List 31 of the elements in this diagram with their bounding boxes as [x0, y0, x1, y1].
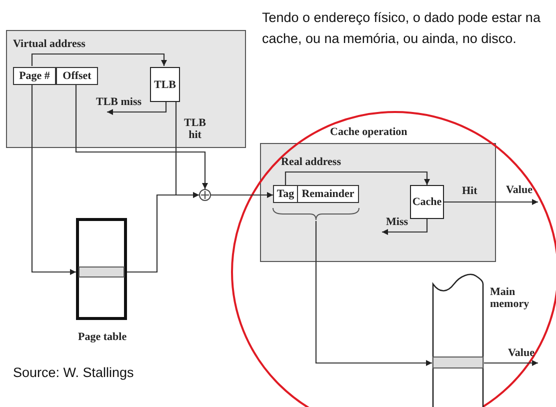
arrow	[31, 53, 167, 66]
panel-heading: Virtual address	[13, 38, 86, 50]
edge-label: TLB miss	[96, 96, 142, 108]
arrow	[107, 101, 167, 115]
component-caption: Main memory	[490, 286, 530, 310]
address-field: Remainder	[297, 185, 359, 203]
arrow	[127, 192, 199, 273]
annotation-text: Source: W. Stallings	[13, 364, 134, 382]
unit-box: TLB	[150, 67, 180, 102]
arrow	[484, 360, 538, 366]
arrow	[75, 84, 208, 189]
edge-label: TLB hit	[182, 117, 207, 141]
address-field: Page #	[13, 67, 56, 85]
panel-heading: Cache operation	[330, 126, 408, 138]
arrow	[284, 171, 430, 185]
arrow	[382, 219, 428, 235]
address-field: Offset	[56, 67, 98, 85]
arrow	[31, 84, 76, 275]
edge-label: Hit	[462, 185, 478, 197]
unit-box: Cache	[410, 185, 444, 219]
value-label: Value	[506, 184, 538, 196]
component-caption: Page table	[78, 331, 127, 343]
edge-label: Miss	[386, 216, 408, 228]
edge-label: Value	[508, 347, 534, 359]
address-field: Tag	[273, 185, 298, 203]
annotation-text: Tendo o endereço físico, o dado pode estar na cache, ou na memória, ou ainda, no disco.	[262, 9, 542, 48]
edge-label: Real address	[281, 156, 341, 168]
arrow	[444, 199, 538, 205]
arrow	[315, 221, 432, 366]
arrow	[211, 192, 273, 198]
panel	[6, 30, 246, 148]
